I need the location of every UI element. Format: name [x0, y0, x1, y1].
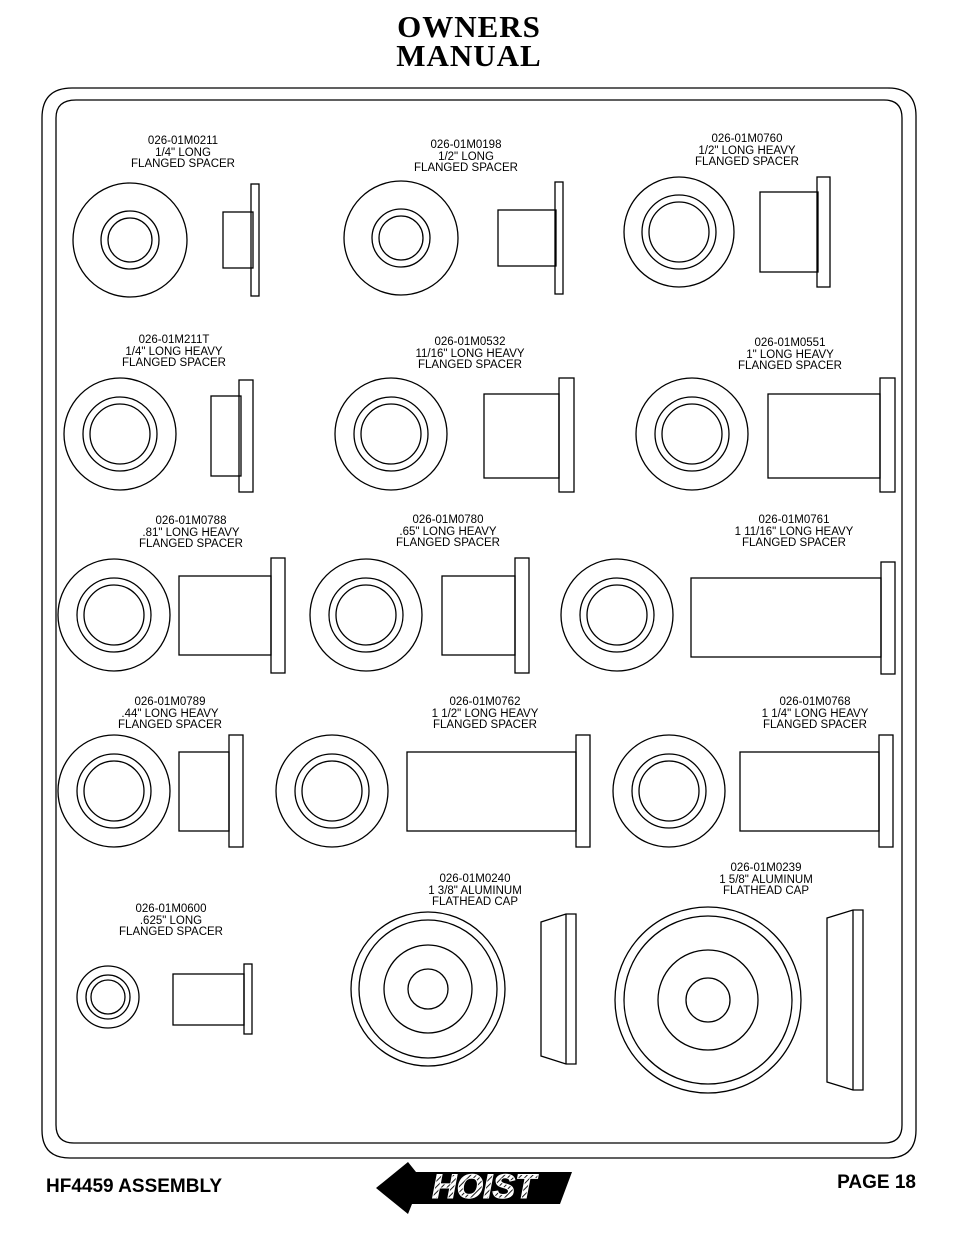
hoist-logo: HOIST	[376, 1162, 572, 1214]
part-size: 1 1/2" LONG HEAVY	[431, 707, 539, 720]
part-label: 026-01M0239 1 5/8" ALUMINUM FLATHEAD CAP	[719, 862, 813, 898]
part-p9-drawing	[560, 558, 896, 675]
part-label: 026-01M0788 .81" LONG HEAVY FLANGED SPAC…	[139, 515, 243, 551]
part-number: 026-01M0788	[155, 515, 227, 527]
part-type: FLANGED SPACER	[396, 537, 500, 549]
part-size: 1/2" LONG	[438, 150, 494, 163]
part-label: 026-01M0240 1 3/8" ALUMINUM FLATHEAD CAP	[428, 873, 522, 909]
part-type: FLANGED SPACER	[139, 538, 243, 550]
part-size: .65" LONG HEAVY	[399, 525, 497, 538]
part-size: 1 11/16" LONG HEAVY	[734, 525, 854, 538]
part-label: 026-01M0761 1 11/16" LONG HEAVY FLANGED …	[734, 514, 854, 550]
part-number: 026-01M0760	[711, 133, 783, 145]
part-size: .44" LONG HEAVY	[121, 707, 219, 720]
part-number: 026-01M0768	[779, 696, 851, 708]
part-type: FLANGED SPACER	[414, 162, 518, 174]
part-label: 026-01M0780 .65" LONG HEAVY FLANGED SPAC…	[396, 514, 500, 550]
part-p5-drawing	[334, 377, 575, 493]
title-line-2: MANUAL	[396, 38, 542, 73]
logo-text: HOIST	[432, 1168, 539, 1206]
part-label: 026-01M0768 1 1/4" LONG HEAVY FLANGED SP…	[761, 696, 869, 732]
part-p1-drawing	[72, 182, 260, 298]
part-label: 026-01M0789 .44" LONG HEAVY FLANGED SPAC…	[118, 696, 222, 732]
assembly-label: HF4459 ASSEMBLY	[46, 1176, 222, 1197]
part-size: 1 1/4" LONG HEAVY	[761, 707, 869, 720]
inner-frame	[55, 99, 903, 1144]
part-size: 1 3/8" ALUMINUM	[428, 884, 522, 897]
part-size: 1" LONG HEAVY	[746, 348, 834, 361]
part-number: 026-01M0761	[758, 514, 830, 526]
part-p8-drawing	[309, 557, 530, 674]
part-number: 026-01M0239	[730, 862, 802, 874]
part-type: FLANGED SPACER	[763, 719, 867, 731]
part-p14-drawing	[350, 911, 577, 1067]
outer-frame	[41, 87, 917, 1159]
part-type: FLATHEAD CAP	[722, 885, 810, 897]
part-size: 11/16" LONG HEAVY	[415, 347, 525, 360]
part-size: 1/2" LONG HEAVY	[698, 144, 796, 157]
part-p12-drawing	[612, 734, 894, 848]
part-p11-drawing	[275, 734, 591, 848]
part-number: 026-01M0789	[134, 696, 206, 708]
part-type: FLANGED SPACER	[119, 926, 223, 938]
part-size: 1/4" LONG	[155, 146, 211, 159]
title-line-1: OWNERS	[397, 9, 541, 44]
part-type: FLANGED SPACER	[695, 156, 799, 168]
part-label: 026-01M0762 1 1/2" LONG HEAVY FLANGED SP…	[431, 696, 539, 732]
part-size: .81" LONG HEAVY	[142, 526, 240, 539]
part-label: 026-01M0211 1/4" LONG FLANGED SPACER	[131, 135, 235, 171]
part-type: FLANGED SPACER	[131, 158, 235, 170]
part-type: FLATHEAD CAP	[431, 896, 519, 908]
part-label: 026-01M0532 11/16" LONG HEAVY FLANGED SP…	[415, 336, 525, 372]
part-size: 1 5/8" ALUMINUM	[719, 873, 813, 886]
part-number: 026-01M0780	[412, 514, 484, 526]
part-size: .625" LONG	[139, 914, 203, 927]
part-p2-drawing	[343, 180, 564, 296]
part-p15-drawing	[614, 906, 864, 1094]
part-p3-drawing	[623, 176, 831, 288]
part-number: 026-01M0600	[135, 903, 207, 915]
part-number: 026-01M0211	[147, 135, 219, 147]
page-title: OWNERS MANUAL	[0, 9, 938, 73]
part-p6-drawing	[635, 377, 896, 493]
page-number: PAGE 18	[837, 1172, 916, 1193]
part-type: FLANGED SPACER	[738, 360, 842, 372]
part-size: 1/4" LONG HEAVY	[125, 345, 223, 358]
part-label: 026-01M0760 1/2" LONG HEAVY FLANGED SPAC…	[695, 133, 799, 169]
part-number: 026-01M0198	[430, 139, 502, 151]
part-type: FLANGED SPACER	[122, 357, 226, 369]
part-type: FLANGED SPACER	[433, 719, 537, 731]
part-number: 026-01M211T	[138, 334, 210, 346]
part-number: 026-01M0240	[439, 873, 511, 885]
part-p4-drawing	[63, 377, 254, 493]
part-type: FLANGED SPACER	[418, 359, 522, 371]
part-type: FLANGED SPACER	[118, 719, 222, 731]
part-number: 026-01M0762	[449, 696, 521, 708]
part-label: 026-01M0600 .625" LONG FLANGED SPACER	[119, 903, 223, 939]
part-label: 026-01M0198 1/2" LONG FLANGED SPACER	[414, 139, 518, 175]
part-number: 026-01M0551	[754, 337, 826, 349]
part-p10-drawing	[57, 734, 244, 848]
part-p7-drawing	[57, 557, 286, 674]
part-label: 026-01M0551 1" LONG HEAVY FLANGED SPACER	[738, 337, 842, 373]
part-number: 026-01M0532	[434, 336, 506, 348]
part-label: 026-01M211T 1/4" LONG HEAVY FLANGED SPAC…	[122, 334, 226, 370]
part-type: FLANGED SPACER	[742, 537, 846, 549]
part-p13-drawing	[76, 963, 253, 1035]
